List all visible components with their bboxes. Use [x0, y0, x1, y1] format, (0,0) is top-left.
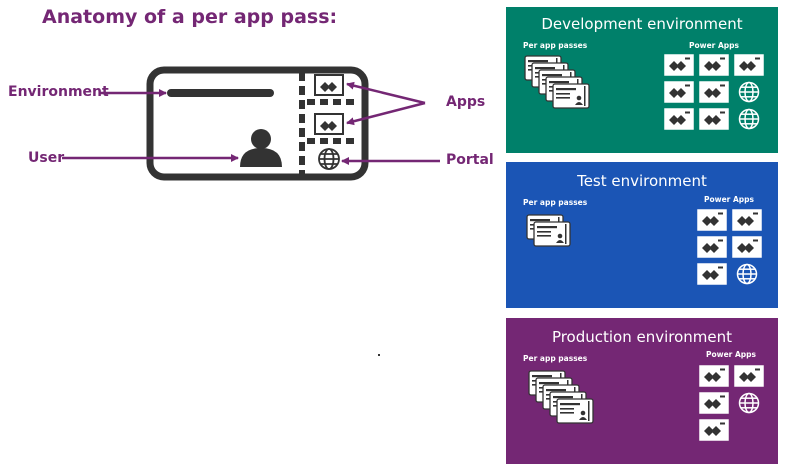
- power-app-icon: [699, 81, 729, 103]
- power-app-icon: [664, 81, 694, 103]
- power-app-icon: [699, 108, 729, 130]
- per-app-pass-stack: [528, 370, 594, 424]
- apps-label: Power Apps: [689, 41, 739, 50]
- test-environment-panel: Test environment Per app passes Power Ap…: [506, 162, 778, 308]
- power-app-icon: [697, 263, 727, 285]
- portal-globe-icon: [738, 81, 760, 103]
- apps-label: Power Apps: [706, 350, 756, 359]
- apps-label: Apps: [446, 94, 486, 110]
- passes-label: Per app passes: [523, 198, 588, 207]
- power-app-icon: [734, 54, 764, 76]
- stray-dot: [378, 354, 380, 356]
- panel-title: Test environment: [577, 172, 707, 190]
- portal-label: Portal: [446, 152, 494, 168]
- power-app-icon: [664, 108, 694, 130]
- user-icon: [240, 129, 282, 167]
- portal-globe-icon: [738, 108, 760, 130]
- panel-title: Production environment: [551, 328, 733, 346]
- apps-arrow-2: [346, 101, 426, 126]
- portal-globe-icon: [318, 148, 340, 170]
- user-label: User: [28, 150, 65, 166]
- power-app-icon: [699, 392, 729, 414]
- production-environment-panel: Production environment Per app passes Po…: [506, 318, 778, 464]
- portal-globe-icon: [738, 392, 760, 414]
- power-app-icon: [697, 236, 727, 258]
- power-app-icon: [732, 209, 762, 231]
- environment-label: Environment: [8, 84, 109, 100]
- development-environment-panel: Development environment Per app passes P…: [506, 7, 778, 153]
- power-app-icon: [697, 209, 727, 231]
- environment-bar: [167, 89, 274, 97]
- page-title: Anatomy of a per app pass:: [42, 6, 338, 28]
- power-app-icon: [732, 236, 762, 258]
- per-app-pass-stack: [526, 214, 571, 247]
- passes-label: Per app passes: [523, 354, 588, 363]
- apps-label: Power Apps: [704, 195, 754, 204]
- per-app-pass-diagram: [62, 66, 440, 181]
- power-app-icon: [664, 54, 694, 76]
- power-app-icon: [734, 365, 764, 387]
- passes-label: Per app passes: [523, 41, 588, 50]
- power-app-icon: [699, 419, 729, 441]
- power-app-icon: [699, 365, 729, 387]
- apps-arrow-1: [346, 81, 426, 105]
- panel-title: Development environment: [541, 15, 743, 33]
- portal-globe-icon: [736, 263, 758, 285]
- power-app-icon: [314, 74, 344, 96]
- power-app-icon: [699, 54, 729, 76]
- power-app-icon: [314, 113, 344, 135]
- per-app-pass-stack: [524, 55, 590, 109]
